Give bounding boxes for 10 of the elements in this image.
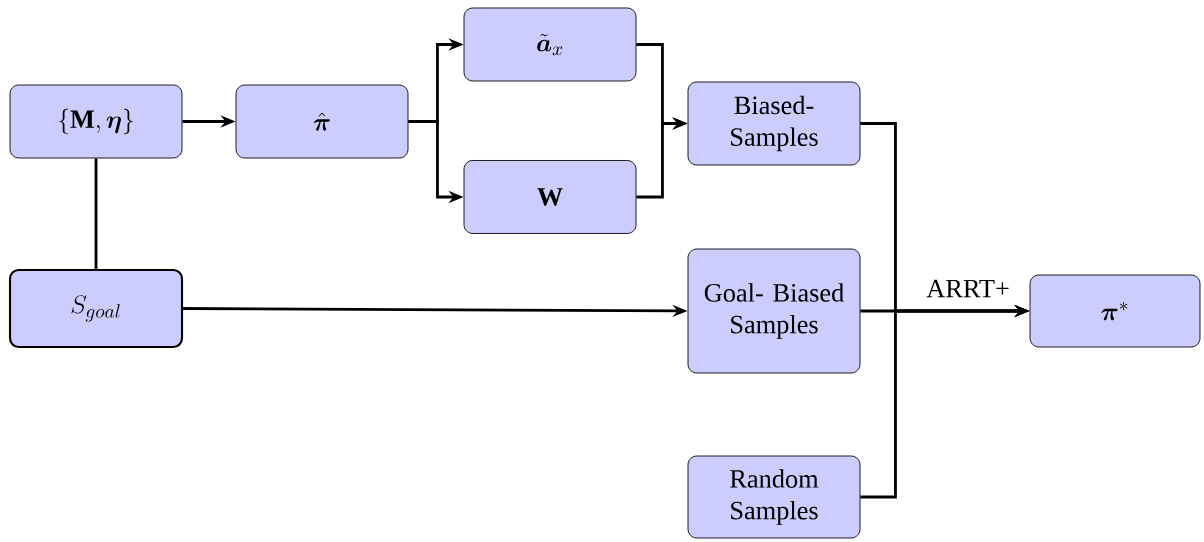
process-box: $\{\mathbf{M},\boldsymbol{\eta}\}$: [9, 84, 183, 159]
process-box: $\tilde{\boldsymbol{a}}_x$: [463, 7, 637, 82]
process-box: $\mathbf{W}$: [463, 160, 637, 234]
process-box: $\boldsymbol{\pi}^*$: [1029, 274, 1201, 348]
process-box: $S_{goal}$: [8, 268, 184, 349]
process-box: Goal- Biased Samples: [687, 248, 861, 374]
process-box: Random Samples: [687, 455, 861, 539]
process-box: Biased- Samples: [687, 81, 861, 166]
edge-label: ARRT+: [924, 278, 1012, 299]
process-box: $\hat{\boldsymbol{\pi}}$: [235, 84, 409, 159]
